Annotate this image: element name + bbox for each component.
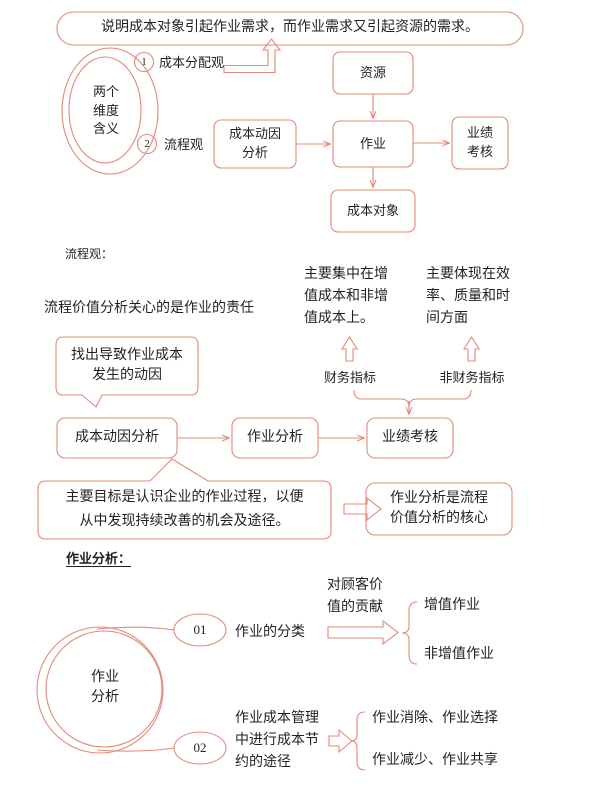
metric-note-nonfinancial-body: 主要体现在效 率、质量和时 间方面 (426, 264, 531, 330)
dimension-number-2: 2 (144, 137, 150, 150)
brace-item-02 (350, 711, 366, 771)
main-goal-line-2: 从中发现持续改善的机会及途径。 (79, 514, 290, 529)
activity-item-number-01: 01 (193, 621, 207, 637)
box-cost-driver-line-2: 分析 (241, 145, 268, 160)
hollow-up-arrow-financial (341, 335, 358, 362)
chain-node-cost-driver: 成本动因分析 (75, 429, 159, 445)
cluster-label-line-1: 两个 (92, 83, 119, 99)
chain-node-performance: 业绩考核 (382, 429, 438, 445)
dimension-number-1: 1 (141, 55, 147, 68)
process-view-heading: 流程观： (65, 247, 114, 261)
activity-item-01-result-1: 增值作业 (424, 598, 480, 613)
chain-node-activity: 作业分析 (247, 429, 303, 445)
activity-item-02-result-1: 作业消除、作业选择 (372, 711, 498, 726)
bubble-cost-driver-cause-text: 找出导致作业成本 发生的动因 (56, 337, 198, 395)
activity-cluster-line-1: 作业 (91, 669, 119, 685)
metric-note-nonfinancial-line-2: 率、质量和时 (426, 289, 510, 305)
metric-note-nonfinancial-line-3: 间方面 (426, 310, 468, 326)
activity-cluster-line-2: 分析 (91, 690, 119, 705)
box-cost-driver-label: 成本动因 分析 (214, 120, 296, 168)
activity-item-01-topic-line-1: 作业的分类 (235, 625, 305, 641)
activity-cluster-label: 作业 分析 (70, 663, 140, 713)
activity-item-02-topic-line-3: 约的途径 (235, 754, 291, 770)
activity-item-02-topic: 作业成本管理 中进行成本节 约的途径 (235, 705, 335, 777)
box-resource-label: 资源 (359, 64, 386, 80)
cluster-label-line-2: 维度 (92, 102, 119, 118)
main-goal-text: 主要目标是认识企业的作业过程，以便 从中发现持续改善的机会及途径。 (38, 481, 331, 539)
connector-to-badge-02 (96, 747, 175, 752)
metric-note-financial-line-1: 主要集中在增 (304, 267, 388, 283)
metric-note-financial-body: 主要集中在增 值成本和非增 值成本上。 (304, 264, 409, 330)
activity-item-01-criterion-line-1: 对顾客价 (327, 578, 383, 594)
bubble-line-1: 找出导致作业成本 (71, 347, 183, 363)
box-cost-object-label: 成本对象 (346, 202, 399, 218)
activity-item-02-topic-line-1: 作业成本管理 (235, 711, 319, 727)
box-performance-label: 业绩 考核 (452, 117, 508, 169)
activity-item-01-criterion-line-2: 值的贡献 (327, 600, 383, 615)
bubble-line-2: 发生的动因 (92, 368, 162, 383)
cluster-label-line-3: 含义 (92, 121, 119, 137)
metric-note-financial-line-3: 值成本上。 (304, 310, 374, 326)
metric-note-nonfinancial-line-1: 主要体现在效 (426, 267, 510, 283)
activity-item-number-02: 02 (193, 739, 207, 755)
conclusion-text: 作业分析是流程 价值分析的核心 (366, 483, 512, 535)
top-callout-text: 说明成本对象引起作业需求，而作业需求又引起资源的需求。 (101, 20, 479, 36)
box-performance-line-1: 业绩 (466, 125, 493, 141)
box-activity-label: 作业 (359, 135, 386, 151)
hollow-arrow-item-01 (327, 619, 399, 646)
connector-to-badge-01 (96, 626, 175, 631)
activity-item-02-result-2: 作业减少、作业共享 (372, 753, 498, 768)
activity-item-01-topic: 作业的分类 (235, 622, 330, 644)
cluster-label: 两个 维度 含义 (75, 78, 137, 144)
metric-caption-nonfinancial: 非财务指标 (439, 369, 505, 385)
box-cost-driver-line-1: 成本动因 (228, 126, 281, 142)
conclusion-line-2: 价值分析的核心 (390, 511, 488, 526)
metric-caption-financial: 财务指标 (323, 369, 376, 385)
dimension-label-2: 流程观 (164, 137, 204, 152)
metric-note-financial-line-2: 值成本和非增 (304, 289, 388, 305)
box-performance-line-2: 考核 (466, 144, 493, 159)
activity-item-01-criterion: 对顾客价 值的贡献 (327, 575, 409, 619)
main-goal-line-1: 主要目标是认识企业的作业过程，以便 (65, 490, 304, 506)
process-view-intro: 流程价值分析关心的是作业的责任 (44, 301, 254, 316)
activity-item-02-topic-line-2: 中进行成本节 (235, 733, 319, 749)
hollow-up-arrow-nonfinancial (463, 335, 480, 362)
conclusion-line-1: 作业分析是流程 (390, 490, 488, 506)
activity-item-01-result-2: 非增值作业 (424, 647, 494, 662)
brace-to-performance (353, 389, 472, 408)
activity-analysis-heading: 作业分析： (66, 551, 132, 566)
dimension-label-1: 成本分配观 (159, 55, 225, 70)
